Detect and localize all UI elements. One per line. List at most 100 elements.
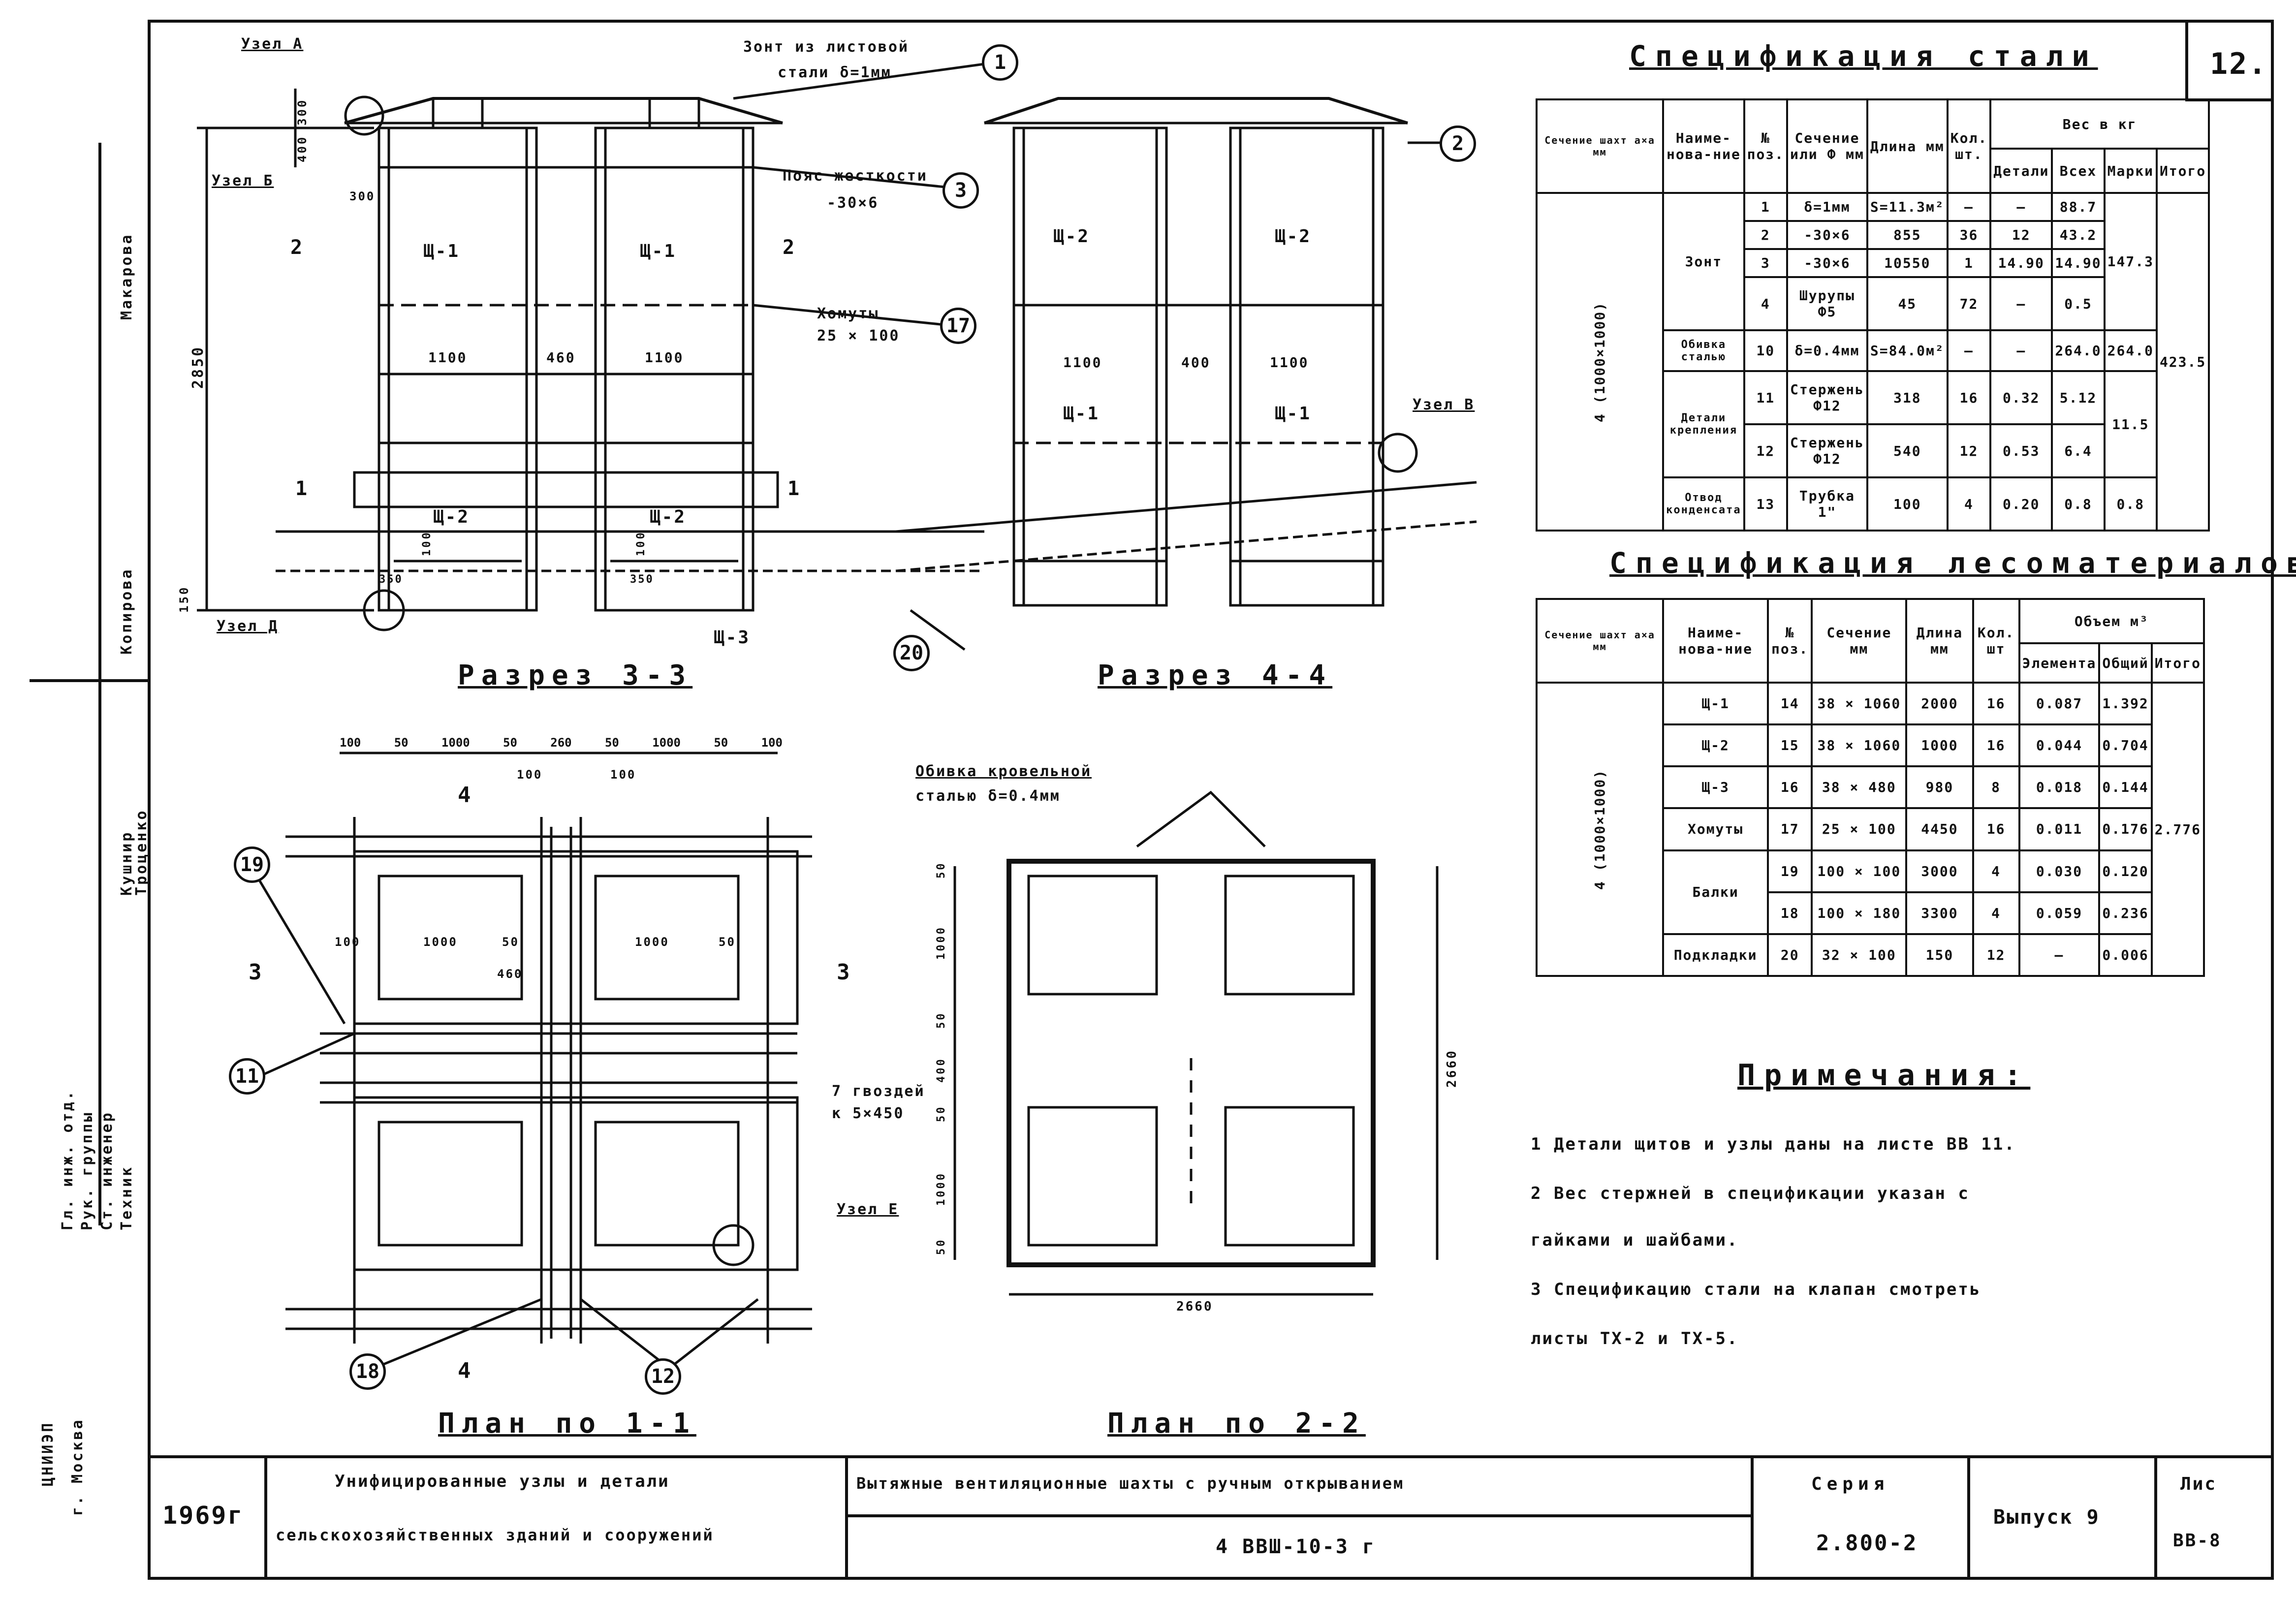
steel-pos: 2 xyxy=(1743,220,1789,251)
plan11-dim: 50 xyxy=(503,736,517,750)
steel-length: 855 xyxy=(1866,220,1949,251)
steel-w1: — xyxy=(1989,276,2053,331)
stamp-subject: Вытяжные вентиляционные шахты с ручным о… xyxy=(856,1474,1405,1493)
wood-name: Щ-1 xyxy=(1662,681,1769,726)
plan11-dim-1000-a: 1000 xyxy=(423,935,458,949)
wood-length: 150 xyxy=(1905,933,1974,977)
wood-spec-table: Сечение шахт а×а мм Наиме-нова-ние № поз… xyxy=(1535,598,2205,977)
plan-2-2-drawing xyxy=(953,790,1439,1296)
plan11-cut-4-bottom: 4 xyxy=(458,1358,472,1383)
wood-qty: 4 xyxy=(1972,891,2020,935)
steel-spec-table: Сечение шахт а×а мм Наиме-нова-ние № поз… xyxy=(1535,98,2210,532)
steel-length: S=84.0м² xyxy=(1866,329,1949,373)
plan11-dim-100-a: 100 xyxy=(517,768,543,782)
s44-node-v: Узел В xyxy=(1413,396,1475,413)
belt-label-2: -30×6 xyxy=(827,194,879,212)
steel-profile: δ=1мм xyxy=(1786,191,1868,222)
steel-w2: 88.7 xyxy=(2051,191,2106,222)
wood-v2: 0.120 xyxy=(2098,849,2153,893)
steel-profile: δ=0.4мм xyxy=(1786,329,1868,373)
steel-profile: Трубка 1" xyxy=(1786,476,1868,532)
steel-qty: — xyxy=(1946,191,1992,222)
stamp-title-2: сельскохозяйственных зданий и сооружений xyxy=(276,1526,714,1544)
wood-v2: 0.236 xyxy=(2098,891,2153,935)
node-a-label: Узел А xyxy=(241,35,304,53)
stamp-code: 4 ВВШ-10-3 г xyxy=(1216,1535,1376,1558)
plan11-cut-3-right: 3 xyxy=(837,960,851,985)
steel-pos: 11 xyxy=(1743,370,1789,426)
plan22-dim-400: 400 xyxy=(935,1057,947,1083)
sheet-number-divider xyxy=(2185,20,2188,98)
note-line-4: 3 Спецификацию стали на клапан смотреть xyxy=(1531,1280,1981,1299)
whdr-qty: Кол. шт xyxy=(1972,598,2020,684)
wood-pos: 14 xyxy=(1766,681,1813,726)
steel-w1: — xyxy=(1989,329,2053,373)
plan11-dim-1000-b: 1000 xyxy=(635,935,669,949)
dim-150: 150 xyxy=(177,585,191,613)
wood-profile: 38 × 480 xyxy=(1811,765,1908,810)
plan11-node-e: Узел Е xyxy=(837,1201,899,1218)
dim-2850: 2850 xyxy=(189,345,207,389)
whdr-name: Наиме-нова-ние xyxy=(1662,598,1769,684)
hdr-w-total: Итого xyxy=(2155,148,2210,194)
dim-1100-b: 1100 xyxy=(645,349,684,366)
steel-pos: 12 xyxy=(1743,423,1789,479)
callout-18: 18 xyxy=(349,1353,386,1390)
steel-w2: 0.5 xyxy=(2051,276,2106,331)
clamps-label: Хомуты xyxy=(817,305,880,322)
steel-w1: 0.32 xyxy=(1989,370,2053,426)
plan11-dim-460: 460 xyxy=(497,967,523,981)
wood-qty: 8 xyxy=(1972,765,2020,810)
whdr-v-total: Итого xyxy=(2150,642,2205,684)
panel-sch1-b: Щ-1 xyxy=(640,241,677,261)
note-line-5: листы ТХ-2 и ТХ-5. xyxy=(1531,1329,1739,1348)
node-b-label: Узел Б xyxy=(212,172,274,189)
stamp-issue: Выпуск 9 xyxy=(1993,1506,2100,1529)
stamp-sheet-value: ВВ-8 xyxy=(2173,1531,2222,1551)
s44-sch2-a: Щ-2 xyxy=(1053,226,1090,247)
note-line-3: гайками и шайбами. xyxy=(1531,1230,1739,1250)
wood-length: 3300 xyxy=(1905,891,1974,935)
steel-length: S=11.3м² xyxy=(1866,191,1949,222)
steel-w2: 5.12 xyxy=(2051,370,2106,426)
steel-w1: — xyxy=(1989,191,2053,222)
plan11-dim: 50 xyxy=(714,736,728,750)
plan22-dim-1000-b: 1000 xyxy=(935,1172,947,1206)
steel-w2: 43.2 xyxy=(2051,220,2106,251)
wood-grand-total: 2.776 xyxy=(2150,682,2205,977)
wood-pos: 19 xyxy=(1766,849,1813,893)
panel-sch1-a: Щ-1 xyxy=(423,241,460,261)
steel-group-name: Детали крепления xyxy=(1662,370,1745,479)
plan11-nails-2: к 5×450 xyxy=(832,1105,905,1122)
plan11-top-dims: 100 50 1000 50 260 50 1000 50 100 xyxy=(340,736,783,750)
wood-profile: 38 × 1060 xyxy=(1811,723,1908,768)
s44-dim-1100-b: 1100 xyxy=(1270,354,1309,371)
dim-1100-a: 1100 xyxy=(428,349,468,366)
wood-qty: 16 xyxy=(1972,723,2020,768)
wood-qty: 12 xyxy=(1972,933,2020,977)
wood-v1: 0.087 xyxy=(2018,681,2101,726)
steel-length: 540 xyxy=(1866,423,1949,479)
margin-line xyxy=(98,143,101,1225)
wood-name: Хомуты xyxy=(1662,807,1769,851)
wood-v2: 0.704 xyxy=(2098,723,2153,768)
plan22-width: 2660 xyxy=(1176,1299,1213,1314)
node-d-label: Узел Д xyxy=(217,618,279,635)
wood-pos: 17 xyxy=(1766,807,1813,851)
wood-qty: 4 xyxy=(1972,849,2020,893)
steel-qty: 36 xyxy=(1946,220,1992,251)
whdr-length: Длина мм xyxy=(1905,598,1974,684)
plan22-note-2: сталью δ=0.4мм xyxy=(915,787,1061,805)
drawing-frame xyxy=(148,20,2274,1580)
stamp-sheet-label: Лис xyxy=(2180,1474,2217,1494)
steel-w1: 0.20 xyxy=(1989,476,2053,532)
hdr-w-mark: Марки xyxy=(2103,148,2158,194)
steel-spec-title: Спецификация стали xyxy=(1629,39,2098,73)
steel-w2: 6.4 xyxy=(2051,423,2106,479)
dim-300-b: 300 xyxy=(349,189,376,203)
steel-profile: Шурупы Ф5 xyxy=(1786,276,1868,331)
steel-pos: 10 xyxy=(1743,329,1789,373)
wood-qty: 16 xyxy=(1972,807,2020,851)
steel-w1: 12 xyxy=(1989,220,2053,251)
steel-pos: 3 xyxy=(1743,248,1789,279)
